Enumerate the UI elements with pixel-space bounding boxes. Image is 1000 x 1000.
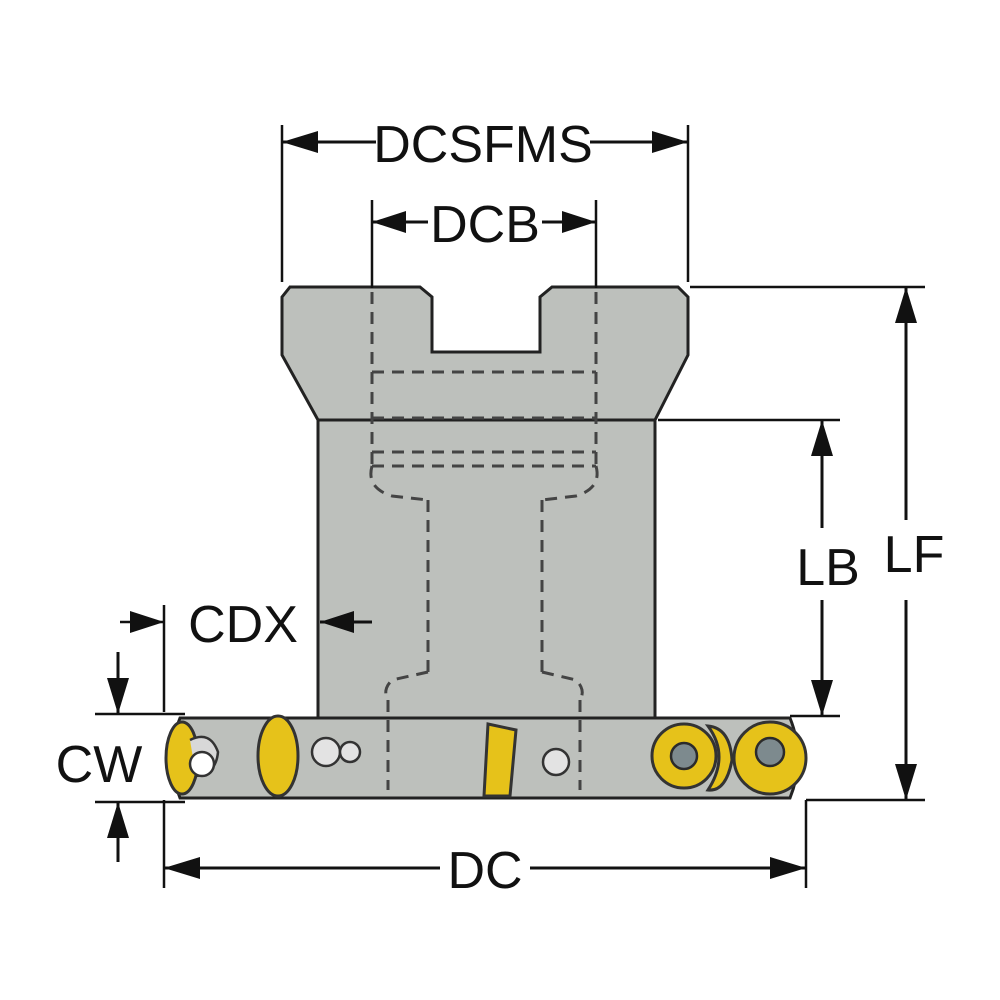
inserts: [164, 714, 808, 798]
label-dc: DC: [447, 842, 522, 900]
dimension-cw: CW: [56, 605, 185, 862]
head-flange: [280, 285, 690, 422]
label-dcsfms: DCSFMS: [373, 116, 593, 174]
dimension-dc: DC: [162, 800, 808, 900]
hidden-lines: [369, 292, 599, 790]
screw-right-1: [669, 741, 699, 771]
screw-left: [188, 750, 216, 778]
screw-2b: [338, 740, 362, 764]
label-dcb: DCB: [430, 196, 540, 254]
insert-center: [482, 722, 518, 798]
dimension-dcb: DCB: [370, 196, 598, 288]
insert-2: [256, 714, 300, 798]
insert-right-1b: [704, 724, 734, 792]
dimension-cdx: CDX: [188, 596, 372, 654]
label-lb: LB: [796, 539, 860, 597]
cutter-body: [170, 285, 800, 800]
screw-2: [310, 736, 342, 768]
label-lf: LF: [884, 526, 945, 584]
dimension-lb: LB: [658, 418, 860, 718]
dimension-lf: LF: [690, 285, 945, 802]
label-cdx: CDX: [188, 596, 298, 654]
screw-center: [541, 747, 571, 777]
screw-right-2: [754, 736, 786, 768]
dimension-dcsfms: DCSFMS: [280, 116, 690, 282]
label-cw: CW: [56, 736, 143, 794]
shank: [316, 418, 657, 722]
